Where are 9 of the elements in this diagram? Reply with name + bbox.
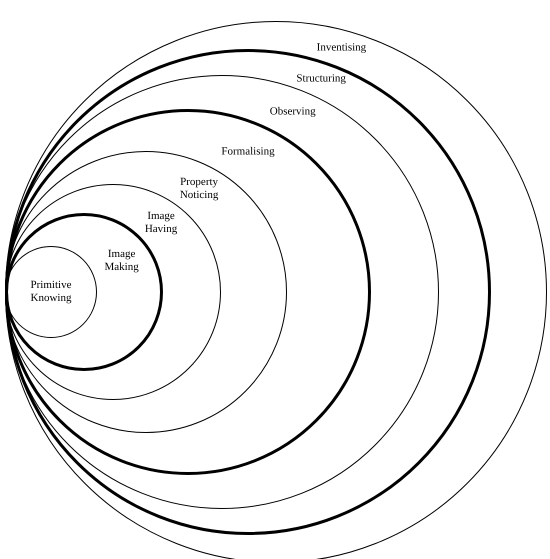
nested-circle	[5, 75, 439, 509]
level-label: Structuring	[295, 72, 347, 86]
level-label: Primitive Knowing	[30, 279, 72, 305]
level-label: Image Making	[104, 248, 140, 274]
level-label: Observing	[268, 106, 317, 119]
level-label: Image Having	[144, 210, 178, 236]
level-label: Formalising	[220, 145, 276, 158]
level-label: Property Noticing	[178, 176, 220, 202]
level-label: Inventising	[316, 41, 368, 54]
